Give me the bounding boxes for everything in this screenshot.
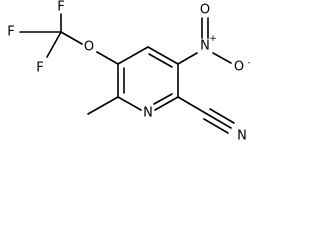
atom-labels: F F F O N + O O - N N xyxy=(7,0,250,144)
bond-c2-cn xyxy=(177,96,208,115)
bond-triple-3 xyxy=(203,118,229,134)
bond-ring-n1-c6 xyxy=(117,96,142,111)
bond-methyl xyxy=(87,96,119,115)
bond-nnitro-o-right xyxy=(212,52,232,64)
atom-n-ring: N xyxy=(143,106,153,121)
atom-f-left: F xyxy=(7,25,14,40)
bond-c3-nnitro xyxy=(177,52,198,65)
atom-f-top: F xyxy=(57,0,64,15)
atom-f-bottom: F xyxy=(36,61,43,76)
atom-o-nitro-right: O xyxy=(234,60,244,75)
charge-plus: + xyxy=(209,34,217,44)
bond-c-f-bottom xyxy=(46,31,62,58)
atom-n-nitrile: N xyxy=(237,129,247,144)
chemical-structure-diagram: F F F O N + O O - N N xyxy=(7,0,250,144)
bond-ring-c2-n1-inner xyxy=(153,93,173,105)
atom-o-ether: O xyxy=(84,40,94,55)
bond-ring-c5-c4 xyxy=(117,46,149,65)
bond-o-cf3 xyxy=(60,31,83,45)
atom-n-nitro: N xyxy=(200,39,210,54)
bond-ring-c2-n1 xyxy=(154,96,179,111)
bond-triple-1 xyxy=(206,113,232,129)
charge-minus: - xyxy=(247,58,250,68)
bond-triple-2 xyxy=(209,108,235,124)
bond-ring-c4-c3-inner xyxy=(148,53,173,68)
bond-c5-o xyxy=(96,51,119,65)
bond-ring-c4-c3 xyxy=(147,46,179,65)
bonds xyxy=(19,13,235,134)
atom-o-nitro-top: O xyxy=(200,3,210,18)
